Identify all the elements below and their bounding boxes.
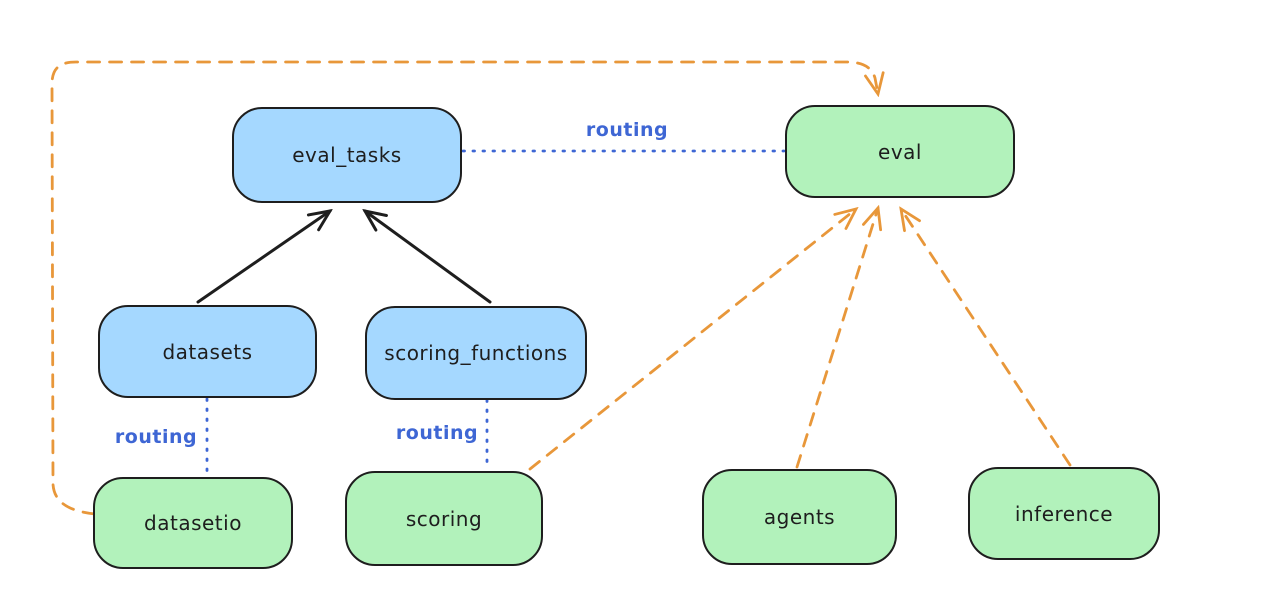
edge-datasets-to-eval-tasks [196,211,330,304]
node-eval-tasks: eval_tasks [232,107,462,203]
edge-scoring-to-eval [528,209,856,471]
edge-label-routing-top: routing [585,119,669,141]
node-label-inference: inference [1014,501,1114,526]
node-label-datasets: datasets [162,339,253,364]
node-inference: inference [968,467,1160,560]
edge-label-routing-middle: routing [395,422,479,444]
edge-scoring-functions-to-eval-tasks [365,211,492,304]
node-label-datasetio: datasetio [144,511,242,535]
edge-datasetio-to-eval [50,60,878,516]
node-agents: agents [702,469,897,565]
node-scoring-functions: scoring_functions [365,306,587,400]
node-eval: eval [785,105,1015,198]
node-label-scoring: scoring [405,506,483,531]
node-scoring: scoring [345,471,543,566]
node-label-scoring-functions: scoring_functions [384,341,568,365]
node-label-eval: eval [878,139,922,164]
node-label-agents: agents [763,505,836,529]
edge-agents-to-eval [795,208,878,469]
node-label-eval-tasks: eval_tasks [292,143,402,167]
edge-inference-to-eval [901,209,1072,467]
node-datasets: datasets [98,305,317,398]
edge-label-routing-left: routing [114,426,198,448]
node-datasetio: datasetio [93,477,293,569]
